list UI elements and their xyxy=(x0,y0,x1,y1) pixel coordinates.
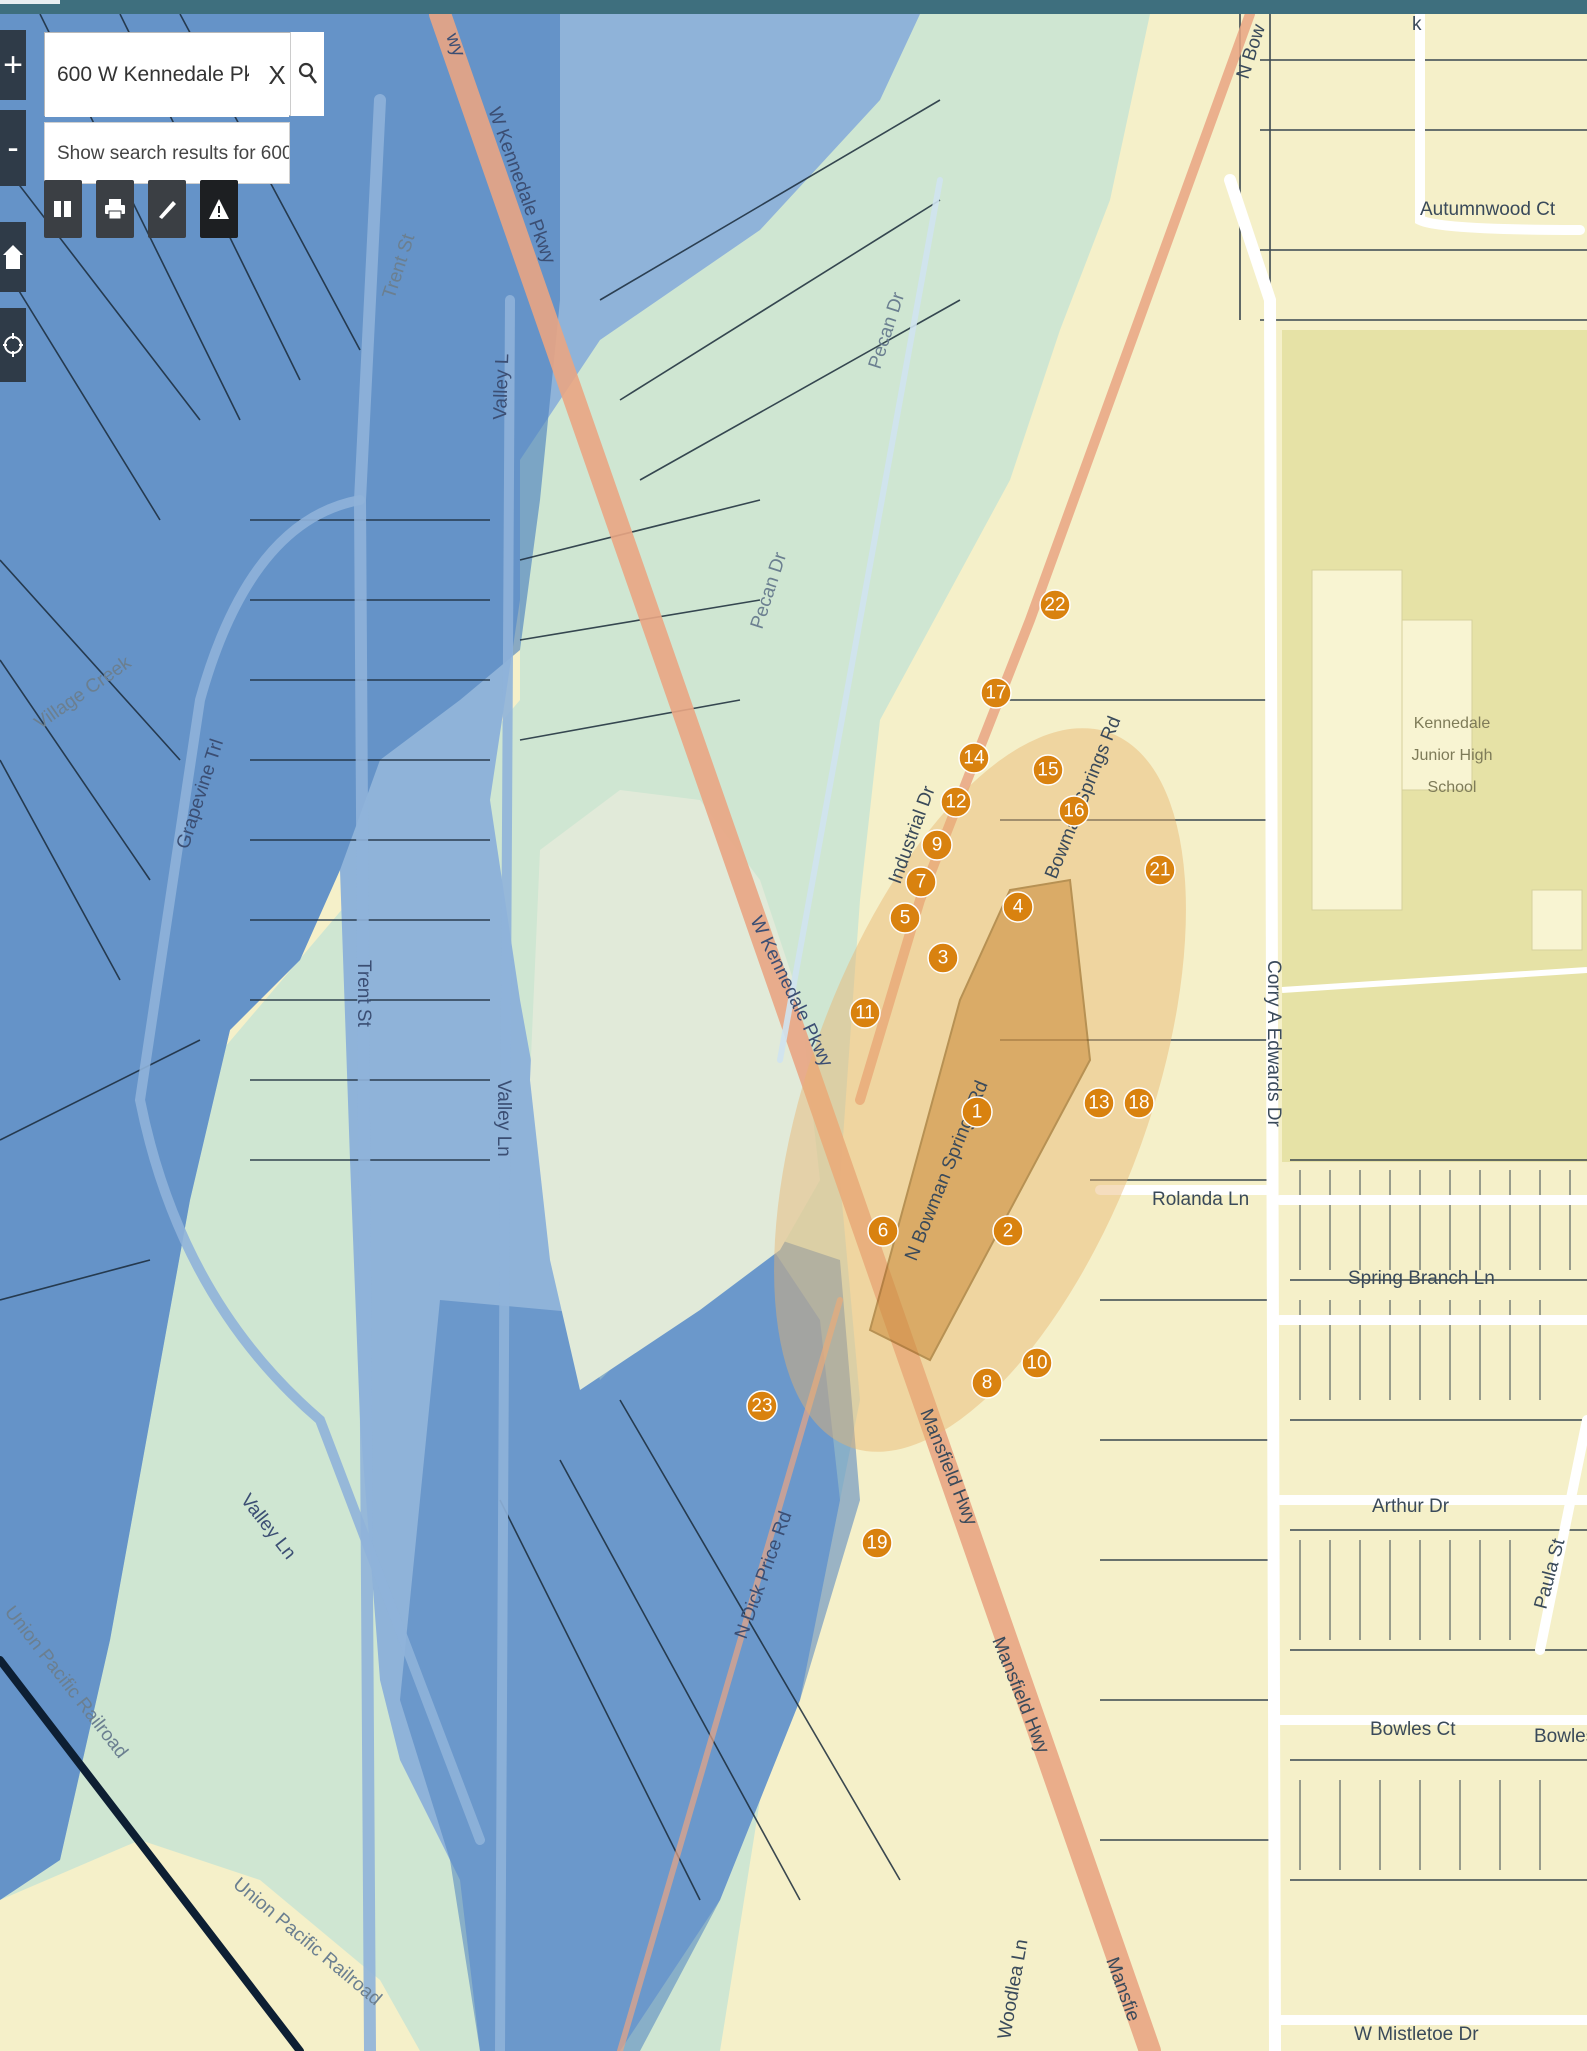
home-icon xyxy=(3,245,23,269)
marker-15[interactable]: 15 xyxy=(1032,754,1064,786)
marker-7-label: 7 xyxy=(916,872,927,893)
marker-2[interactable]: 2 xyxy=(992,1215,1024,1247)
top-bar xyxy=(0,0,1587,14)
floodway-south xyxy=(400,1240,860,2051)
base-corner xyxy=(0,1840,420,2051)
marker-9-label: 9 xyxy=(932,835,943,856)
marker-12[interactable]: 12 xyxy=(940,786,972,818)
marker-8[interactable]: 8 xyxy=(971,1367,1003,1399)
marker-16[interactable]: 16 xyxy=(1058,795,1090,827)
street-valley-top: Valley L xyxy=(490,353,513,420)
street-autumnwood: Autumnwood Ct xyxy=(1420,199,1556,220)
marker-16-label: 16 xyxy=(1063,801,1084,822)
marker-6[interactable]: 6 xyxy=(867,1215,899,1247)
marker-18-label: 18 xyxy=(1128,1093,1149,1114)
street-valley-mid: Valley Ln xyxy=(493,1080,514,1157)
marker-8-label: 8 xyxy=(982,1373,993,1394)
marker-1-label: 1 xyxy=(972,1102,983,1123)
marker-9[interactable]: 9 xyxy=(921,829,953,861)
top-bar-tab[interactable] xyxy=(0,0,60,4)
marker-11[interactable]: 11 xyxy=(849,997,881,1029)
street-bowles-edge: Bowles xyxy=(1534,1726,1587,1747)
street-corry-edwards: Corry A Edwards Dr xyxy=(1263,960,1284,1127)
marker-14-label: 14 xyxy=(963,748,985,769)
marker-14[interactable]: 14 xyxy=(958,742,990,774)
marker-13-label: 13 xyxy=(1088,1093,1109,1114)
print-icon xyxy=(105,199,125,220)
marker-17-label: 17 xyxy=(985,683,1006,704)
warning-icon xyxy=(209,199,229,219)
marker-18[interactable]: 18 xyxy=(1123,1087,1155,1119)
marker-3[interactable]: 3 xyxy=(927,942,959,974)
street-w-mistletoe: W Mistletoe Dr xyxy=(1354,2024,1479,2045)
search-suggestion[interactable]: Show search results for 600 W Kenne... xyxy=(44,122,290,184)
marker-13[interactable]: 13 xyxy=(1083,1087,1115,1119)
marker-22[interactable]: 22 xyxy=(1039,589,1071,621)
marker-23[interactable]: 23 xyxy=(746,1390,778,1422)
marker-5-label: 5 xyxy=(900,908,911,929)
street-arthur: Arthur Dr xyxy=(1372,1496,1450,1517)
marker-23-label: 23 xyxy=(751,1396,772,1417)
search-icon xyxy=(298,62,317,84)
island-area xyxy=(530,790,820,1390)
marker-1[interactable]: 1 xyxy=(961,1096,993,1128)
search-button[interactable] xyxy=(290,32,324,116)
marker-5[interactable]: 5 xyxy=(889,902,921,934)
layers-tool-button[interactable] xyxy=(44,180,82,238)
marker-4-label: 4 xyxy=(1013,897,1024,918)
search-input[interactable] xyxy=(45,33,289,117)
school-label-3: School xyxy=(1428,779,1477,796)
school-building xyxy=(1281,569,1587,993)
marker-10[interactable]: 10 xyxy=(1021,1347,1053,1379)
school-label-1: Kennedale xyxy=(1414,715,1491,732)
locate-icon xyxy=(3,333,23,357)
marker-17[interactable]: 17 xyxy=(980,677,1012,709)
measure-tool-button[interactable] xyxy=(148,180,186,238)
marker-12-label: 12 xyxy=(945,792,966,813)
street-rolanda: Rolanda Ln xyxy=(1152,1189,1249,1210)
school-label-2: Junior High xyxy=(1412,747,1493,764)
search-widget xyxy=(44,32,324,117)
marker-19[interactable]: 19 xyxy=(861,1527,893,1559)
street-trent-mid: Trent St xyxy=(353,960,374,1028)
street-k-edge: k xyxy=(1412,14,1422,35)
map-canvas[interactable]: Kennedale Junior High School W Kennedale… xyxy=(0,14,1587,2051)
measure-icon xyxy=(159,201,176,219)
marker-6-label: 6 xyxy=(878,1221,889,1242)
marker-2-label: 2 xyxy=(1003,1221,1014,1242)
marker-3-label: 3 xyxy=(938,948,949,969)
row-parcels xyxy=(1299,1170,1571,1870)
zoom-in-button[interactable]: + xyxy=(0,30,26,100)
marker-11-label: 11 xyxy=(855,1003,875,1024)
marker-15-label: 15 xyxy=(1037,760,1058,781)
zoom-out-button[interactable]: - xyxy=(0,110,26,186)
marker-22-label: 22 xyxy=(1044,595,1065,616)
warning-tool-button[interactable] xyxy=(200,180,238,238)
clear-search-button[interactable]: X xyxy=(268,60,286,90)
marker-7[interactable]: 7 xyxy=(905,866,937,898)
marker-4[interactable]: 4 xyxy=(1002,891,1034,923)
floodway-dark xyxy=(0,14,560,1900)
layers-icon xyxy=(54,201,71,217)
print-tool-button[interactable] xyxy=(96,180,134,238)
locate-button[interactable] xyxy=(0,308,26,382)
marker-21-label: 21 xyxy=(1149,860,1170,881)
street-spring-branch: Spring Branch Ln xyxy=(1348,1268,1495,1289)
marker-10-label: 10 xyxy=(1026,1353,1047,1374)
home-button[interactable] xyxy=(0,222,26,292)
marker-21[interactable]: 21 xyxy=(1144,854,1176,886)
marker-19-label: 19 xyxy=(866,1533,887,1554)
roads xyxy=(0,14,1587,2051)
street-bowles-ct: Bowles Ct xyxy=(1370,1719,1456,1740)
